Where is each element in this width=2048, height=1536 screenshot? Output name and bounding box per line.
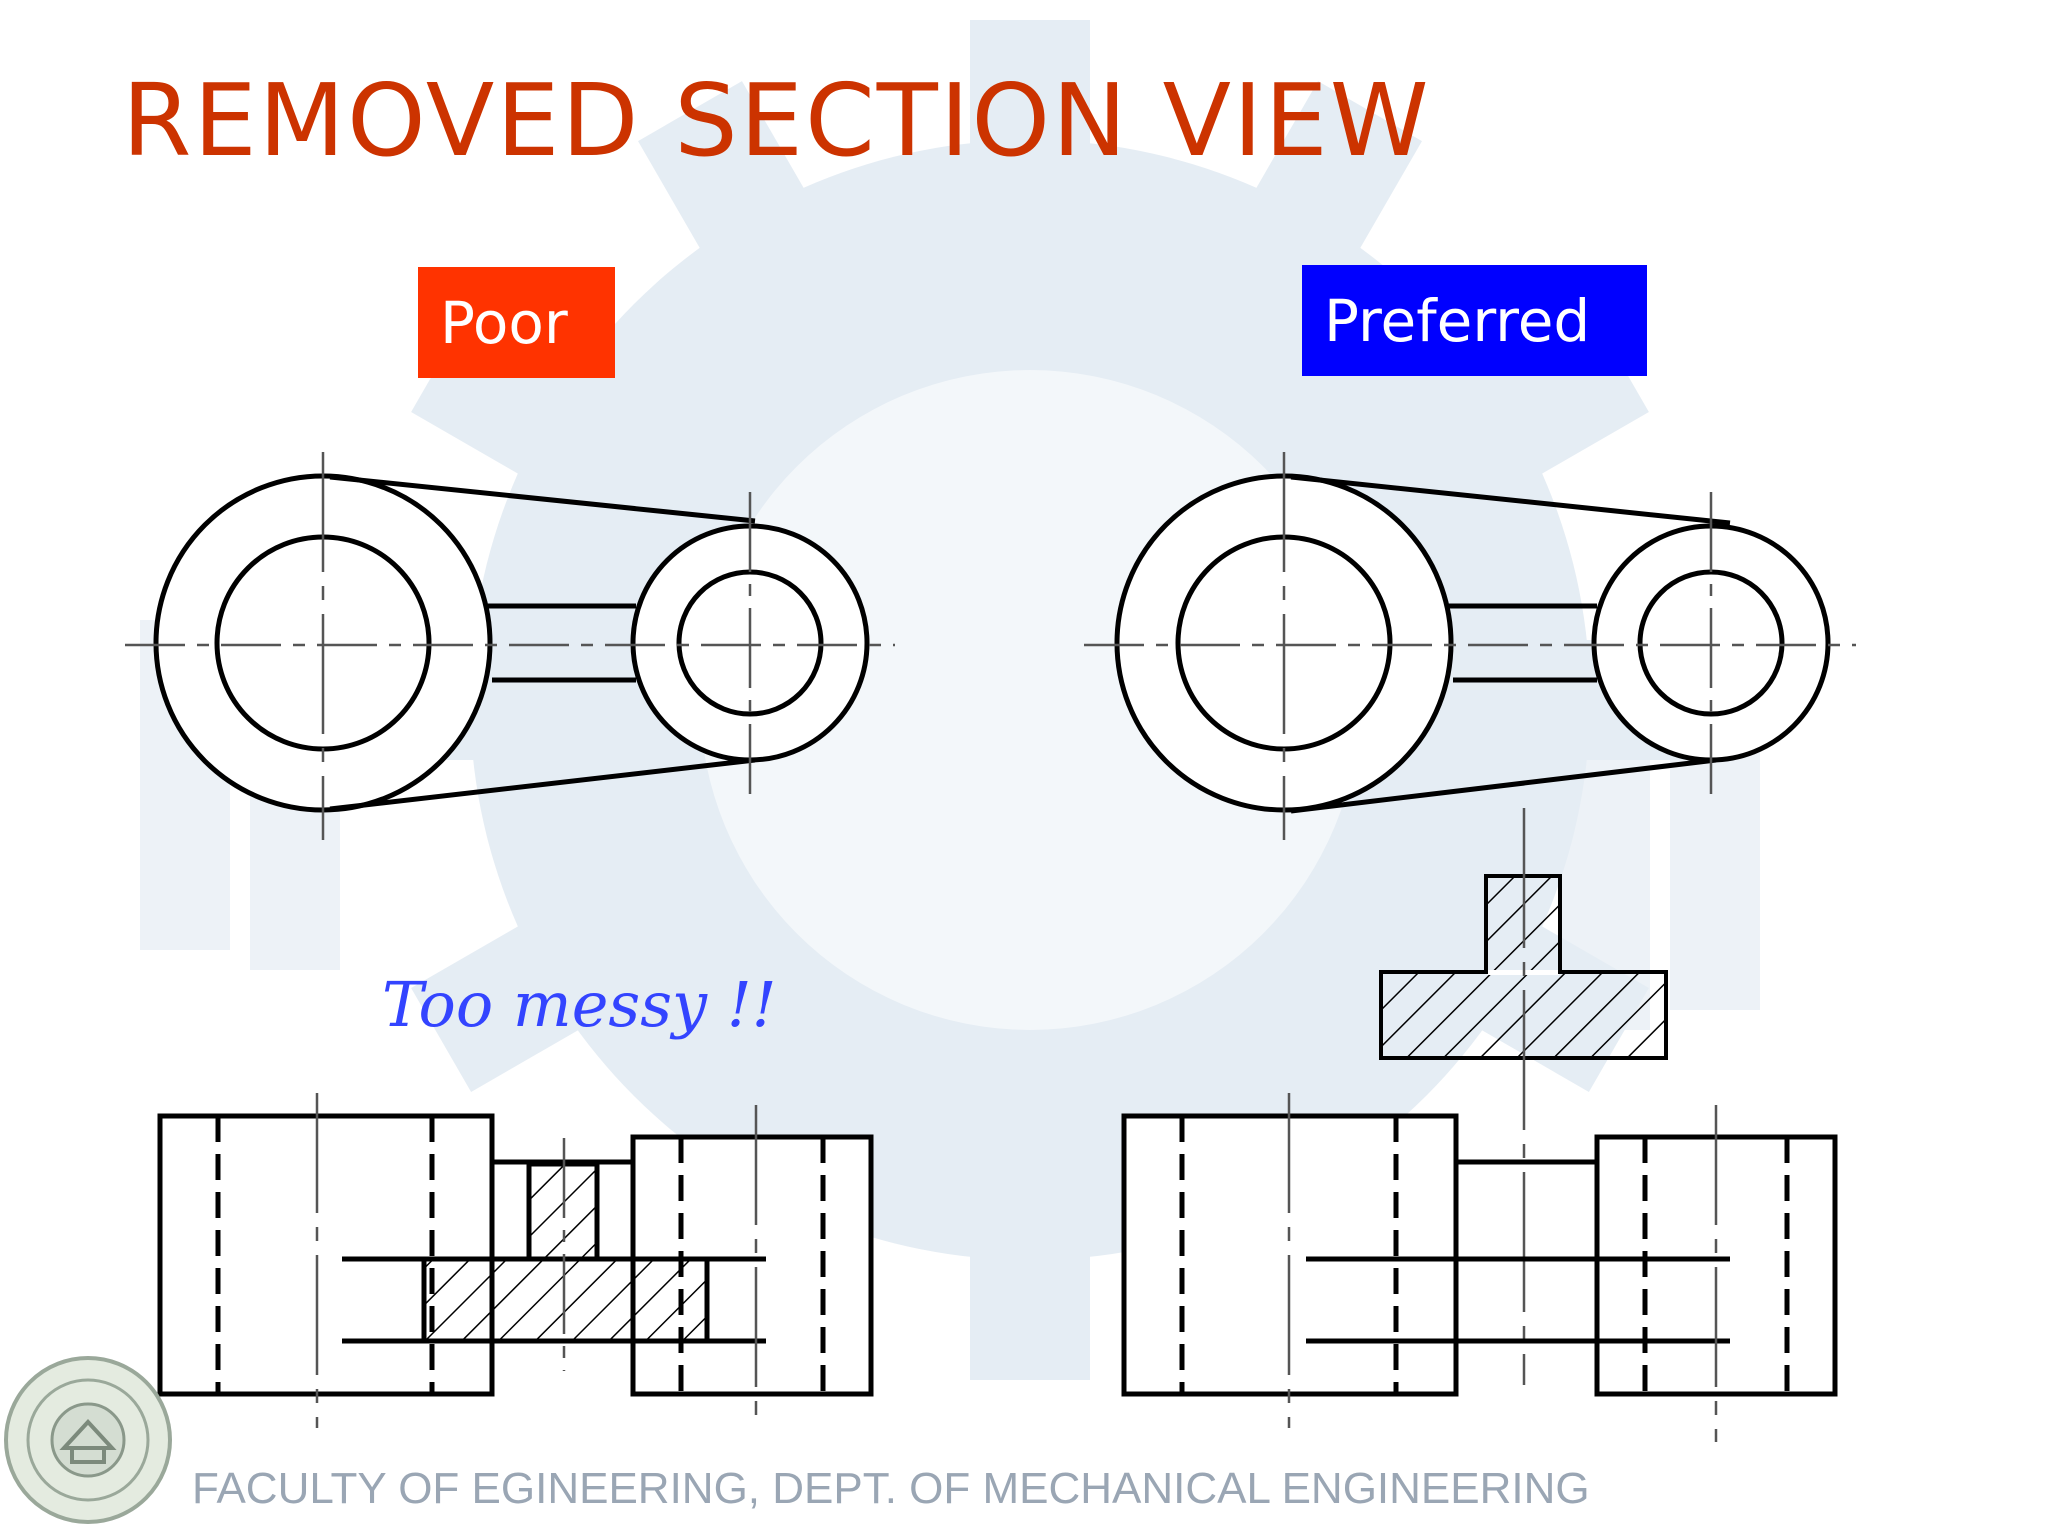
footer-text: FACULTY OF EGINEERING, DEPT. OF MECHANIC… — [192, 1464, 1590, 1513]
preferred-top-view — [1084, 452, 1856, 840]
preferred-label: Preferred — [1302, 265, 1647, 376]
slide-title: REMOVED SECTION VIEW — [122, 62, 1431, 179]
preferred-front-view — [1121, 1093, 1838, 1442]
poor-top-view — [125, 452, 895, 840]
university-seal-icon — [4, 1356, 172, 1524]
poor-label: Poor — [418, 267, 615, 378]
poor-front-view — [157, 1093, 874, 1428]
too-messy-note: Too messy !! — [382, 968, 777, 1041]
removed-section — [1379, 808, 1668, 1385]
